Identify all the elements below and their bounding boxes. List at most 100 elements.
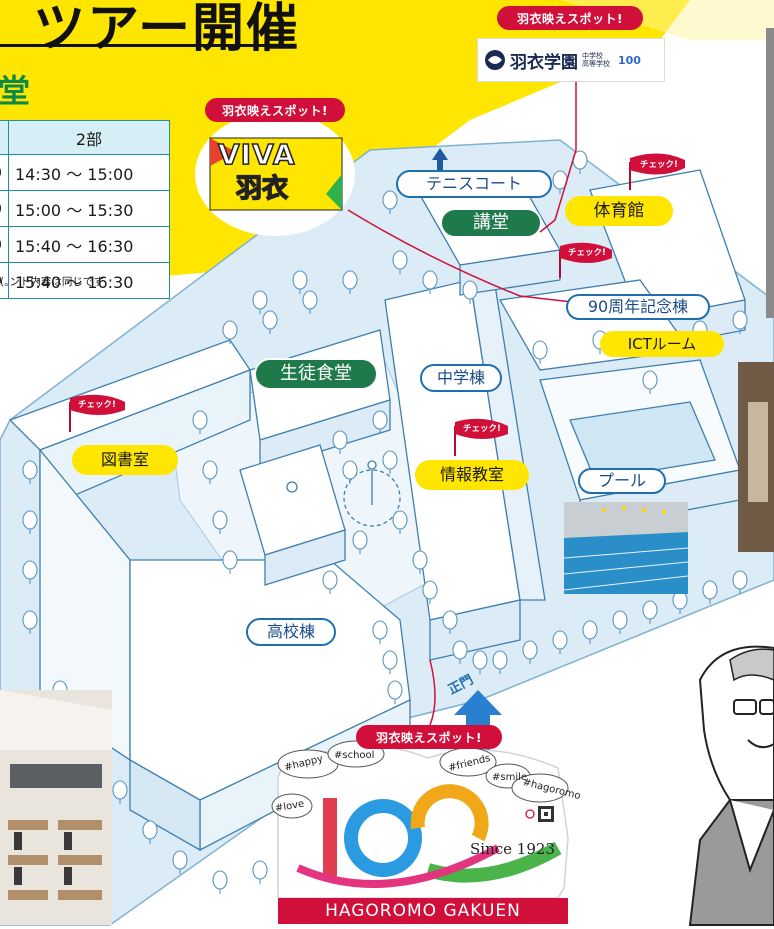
schedule-time: 15:00 〜 15:30 [8, 190, 170, 227]
check-flag-icon [629, 153, 685, 190]
tree-icon [387, 680, 403, 700]
hagoromo-gakuen-banner: HAGOROMO GAKUEN [278, 898, 568, 924]
hashtag: #smile [492, 772, 528, 783]
tree-icon [372, 620, 388, 640]
tree-icon [222, 320, 238, 340]
tennis-arrow-icon [432, 148, 448, 172]
tree-icon [532, 340, 548, 360]
check-flags [69, 153, 685, 456]
viva-spot-bubble [195, 112, 355, 236]
spot-tag-gate: 羽衣映えスポット! [356, 725, 502, 749]
label-junior-high: 中学棟 [420, 364, 502, 392]
check-flag-icon [559, 242, 612, 278]
label-pool: プール [578, 468, 666, 494]
viva-text-hagoromo: 羽衣 [235, 173, 289, 205]
label-gym: 体育館 [565, 196, 673, 226]
tree-icon [462, 280, 478, 300]
anniversary-100-sticker [271, 740, 569, 899]
tree-icon [612, 610, 628, 630]
classroom-photo-image [0, 690, 112, 925]
tree-icon [642, 370, 658, 390]
tree-icon [252, 290, 268, 310]
tree-icon [452, 640, 468, 660]
tree-icon [442, 610, 458, 630]
school-name: 羽衣学園 [510, 52, 578, 73]
tree-icon [252, 860, 268, 880]
tree-icon [342, 270, 358, 290]
label-library: 図書室 [72, 445, 178, 475]
tree-icon [382, 650, 398, 670]
spot-connector-lines [347, 82, 577, 736]
label-cafeteria: 生徒食堂 [254, 358, 378, 390]
tree-icon [332, 430, 348, 450]
label-90th-memorial: 90周年記念棟 [566, 294, 710, 320]
label-auditorium: 講堂 [440, 208, 542, 238]
check-flag-label: チェック! [463, 424, 501, 434]
label-ict-room: ICTルーム [600, 331, 724, 357]
tree-icon [382, 190, 398, 210]
tree-icon [412, 550, 428, 570]
spot-tag-logo: 羽衣映えスポット! [497, 6, 643, 30]
tree-icon [392, 510, 408, 530]
tree-icon [472, 650, 488, 670]
teacher-illustration [688, 645, 774, 926]
tree-icon [222, 550, 238, 570]
tree-icon [212, 510, 228, 530]
check-flag-label: チェック! [640, 160, 678, 170]
tree-icon [212, 870, 228, 890]
schedule-time: 14:30 〜 15:00 [8, 154, 170, 191]
number-100-logo [296, 784, 562, 888]
table-row: 0 15:40 〜 16:30 [0, 226, 170, 263]
schedule-note: ント内容は同じです。) [0, 276, 104, 288]
right-top-photo [766, 28, 774, 318]
tree-icon [522, 640, 538, 660]
tree-icon [22, 560, 38, 580]
right-photo [738, 362, 774, 552]
check-flag-label: チェック! [568, 248, 606, 258]
junior-high-building [384, 279, 546, 661]
table-row: 0 14:30 〜 15:00 [0, 154, 170, 191]
tree-icon [262, 310, 278, 330]
tree-icon [422, 270, 438, 290]
hashtag: #school [334, 750, 375, 761]
tree-icon [22, 510, 38, 530]
tree-icon [22, 460, 38, 480]
spot-tag-viva: 羽衣映えスポット! [205, 98, 345, 122]
tree-icon [172, 850, 188, 870]
tree-icon [292, 270, 308, 290]
tree-icon [352, 530, 368, 550]
pool-photo-image [563, 502, 689, 594]
tree-icon [112, 780, 128, 800]
label-high-school: 高校棟 [246, 618, 336, 646]
right-photo-image [738, 362, 774, 552]
tree-icon [142, 820, 158, 840]
label-info-room: 情報教室 [415, 460, 529, 490]
classroom-photo [0, 690, 112, 925]
tree-icon [582, 620, 598, 640]
tree-icon [392, 250, 408, 270]
right-top-photo-image [766, 28, 774, 318]
table-row: 0 15:40 〜 16:30 [0, 262, 170, 299]
schedule-time: 15:40 〜 16:30 [8, 262, 170, 299]
since-1923: Since 1923 [470, 840, 555, 858]
schedule-time: 15:40 〜 16:30 [8, 226, 170, 263]
tree-icon [372, 410, 388, 430]
tree-icon [732, 310, 748, 330]
tree-icon [192, 410, 208, 430]
tree-icon [202, 460, 218, 480]
clock-icon [343, 460, 401, 527]
tree-icon [702, 580, 718, 600]
tree-icon [382, 450, 398, 470]
table-row: 0 15:00 〜 15:30 [0, 190, 170, 227]
tree-icon [342, 460, 358, 480]
tree-icon [732, 570, 748, 590]
check-flag-icon [69, 394, 125, 432]
viva-text: VIVA [217, 137, 296, 172]
check-flag-icon [454, 418, 508, 456]
label-tennis-court: テニスコート [396, 170, 552, 198]
pool-photo [563, 502, 689, 594]
school-sub-high: 高等学校 [582, 60, 610, 68]
school-sub: 中学校 高等学校 [582, 52, 610, 68]
crest-icon [485, 50, 505, 70]
